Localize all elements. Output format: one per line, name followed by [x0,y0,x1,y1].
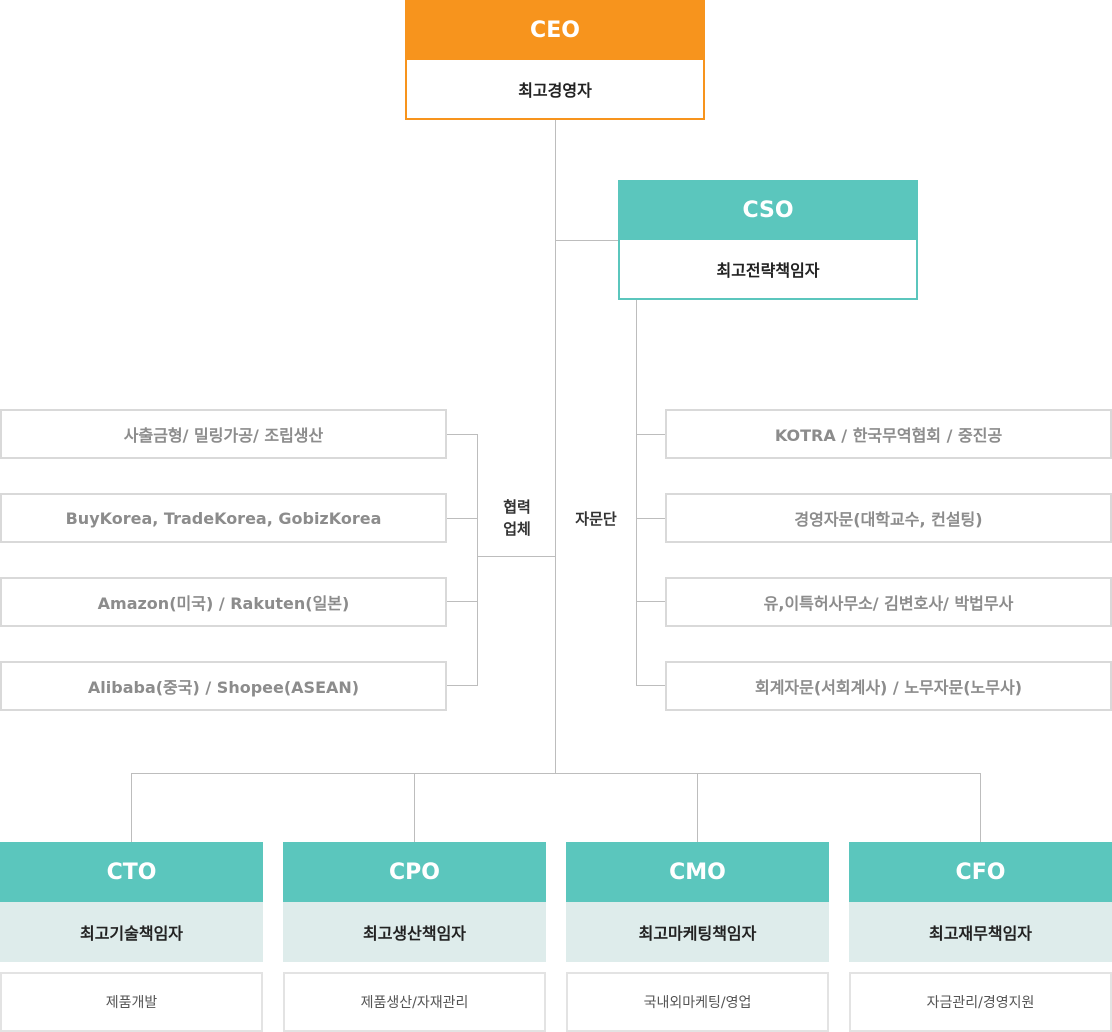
exec-drop-line-4 [980,773,981,842]
cmo-subtitle: 최고마케팅책임자 [566,902,829,962]
cfo-duty: 자금관리/경영지원 [849,972,1112,1032]
cmo-title: CMO [566,842,829,902]
cpo-subtitle: 최고생산책임자 [283,902,546,962]
cso-subtitle: 최고전략책임자 [618,240,918,300]
exec-horizontal-line [131,773,980,774]
cso-title: CSO [618,180,918,240]
cfo-title: CFO [849,842,1112,902]
cto-title: CTO [0,842,263,902]
partners-label-line1: 협력 [503,498,531,516]
partner-box-3: Amazon(미국) / Rakuten(일본) [0,577,447,627]
partner-connector-3 [447,601,478,602]
advisor-trunk-line [636,300,637,686]
advisor-connector-1 [636,434,665,435]
partner-connector-2 [447,518,478,519]
cso-branch-line [555,240,618,241]
advisors-label: 자문단 [575,510,617,528]
partner-to-trunk-line [477,556,555,557]
cfo-subtitle: 최고재무책임자 [849,902,1112,962]
advisor-connector-2 [636,518,665,519]
partner-box-4: Alibaba(중국) / Shopee(ASEAN) [0,661,447,711]
cto-duty: 제품개발 [0,972,263,1032]
exec-drop-line-3 [697,773,698,842]
partner-connector-1 [447,434,478,435]
partner-box-2: BuyKorea, TradeKorea, GobizKorea [0,493,447,543]
partner-trunk-line [477,434,478,686]
partner-box-1: 사출금형/ 밀링가공/ 조립생산 [0,409,447,459]
exec-drop-line-1 [131,773,132,842]
advisor-box-3: 유,이특허사무소/ 김변호사/ 박법무사 [665,577,1112,627]
ceo-title: CEO [405,0,705,60]
advisor-connector-4 [636,685,665,686]
advisor-connector-3 [636,601,665,602]
ceo-subtitle: 최고경영자 [405,60,705,120]
cmo-duty: 국내외마케팅/영업 [566,972,829,1032]
cto-subtitle: 최고기술책임자 [0,902,263,962]
cpo-title: CPO [283,842,546,902]
advisor-box-4: 회계자문(서회계사) / 노무자문(노무사) [665,661,1112,711]
partners-label: 협력 업체 [492,496,542,540]
advisor-box-1: KOTRA / 한국무역협회 / 중진공 [665,409,1112,459]
partners-label-line2: 업체 [503,520,531,538]
main-trunk-line [555,120,556,774]
partner-connector-4 [447,685,478,686]
exec-drop-line-2 [414,773,415,842]
advisor-box-2: 경영자문(대학교수, 컨설팅) [665,493,1112,543]
cpo-duty: 제품생산/자재관리 [283,972,546,1032]
